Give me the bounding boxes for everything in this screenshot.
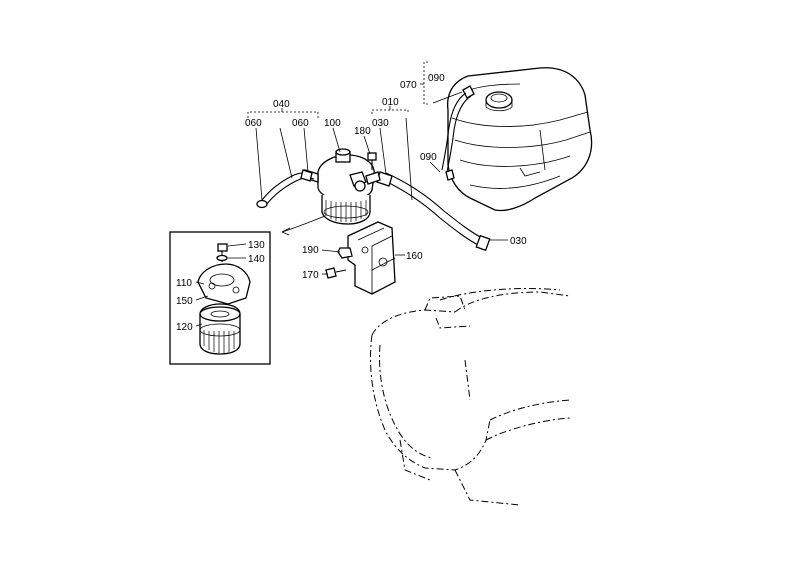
nut-190 <box>337 247 353 259</box>
label-060-b: 060 <box>292 118 309 129</box>
detail-arrow <box>281 215 326 233</box>
bolt-170 <box>325 267 347 279</box>
fuel-hose-main <box>376 171 491 252</box>
label-180: 180 <box>354 126 371 137</box>
label-090-a: 090 <box>428 73 445 84</box>
label-040: 040 <box>273 99 290 110</box>
label-140: 140 <box>248 254 265 265</box>
part-labels: 040 060 060 100 180 010 030 070 090 090 … <box>176 73 527 333</box>
label-150: 150 <box>176 296 193 307</box>
label-010: 010 <box>382 97 399 108</box>
label-070: 070 <box>400 80 417 91</box>
leader-lines <box>195 61 508 327</box>
hose-060 <box>256 169 315 209</box>
fuel-tank <box>445 67 593 212</box>
label-060-a: 060 <box>245 118 262 129</box>
label-030-b: 030 <box>510 236 527 247</box>
label-110: 110 <box>176 278 192 289</box>
label-100: 100 <box>324 118 341 129</box>
filter-bracket <box>347 221 396 295</box>
label-130: 130 <box>248 240 265 251</box>
label-190: 190 <box>302 245 319 256</box>
label-090-b: 090 <box>420 152 437 163</box>
label-120: 120 <box>176 322 193 333</box>
label-170: 170 <box>302 270 319 281</box>
label-030-a: 030 <box>372 118 389 129</box>
return-hose <box>441 92 472 173</box>
filter-detail-parts <box>197 243 251 355</box>
detail-inset-box <box>169 231 271 365</box>
engine-housing-outline <box>370 287 571 506</box>
bolt-180 <box>367 152 377 170</box>
label-160: 160 <box>406 251 423 262</box>
